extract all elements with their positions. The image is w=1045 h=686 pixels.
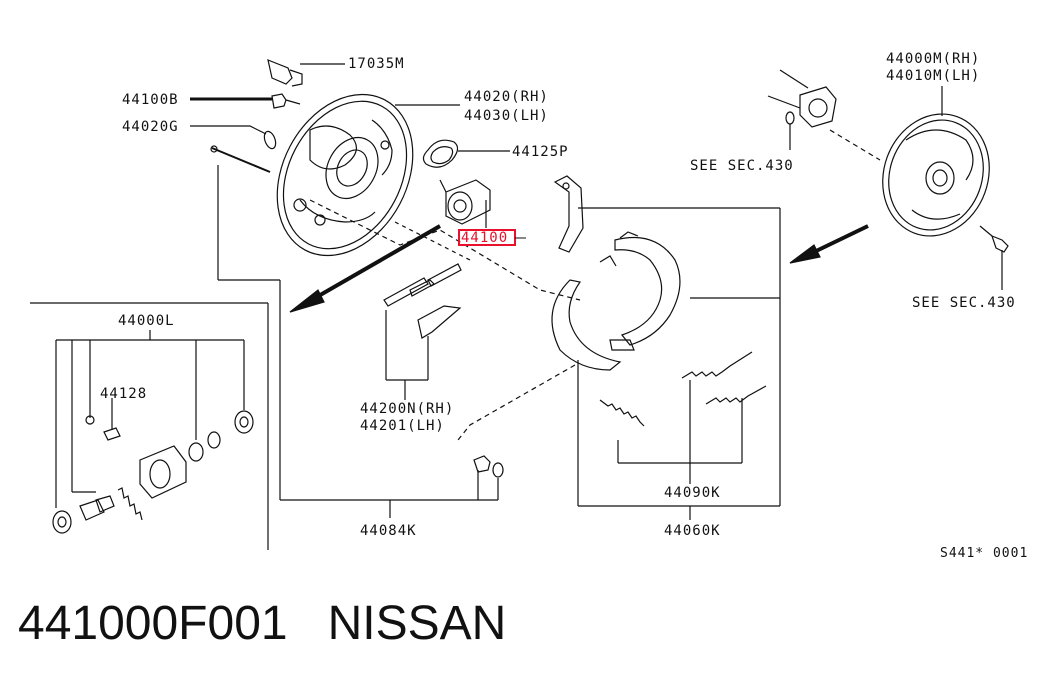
label-44090K[interactable]: 44090K [664, 485, 721, 501]
springs-44090K [599, 351, 767, 484]
adjuster-44200N [383, 263, 462, 400]
label-17035M[interactable]: 17035M [348, 56, 405, 72]
retainer-pins [473, 455, 504, 478]
gasket-44125P [422, 139, 510, 168]
part-caption: 441000F001 NISSAN [18, 597, 507, 650]
label-44084K[interactable]: 44084K [360, 523, 417, 539]
label-44060K[interactable]: 44060K [664, 523, 721, 539]
diagram-reference: S441* 0001 [940, 546, 1028, 561]
label-44200N-RH[interactable]: 44200N(RH) [360, 401, 454, 417]
bolt-44100B [190, 93, 301, 109]
label-44030LH[interactable]: 44030(LH) [464, 108, 549, 124]
grommet-44020G [190, 125, 277, 150]
bolt-right [979, 225, 1009, 290]
label-44020G[interactable]: 44020G [122, 119, 179, 135]
wheel-cylinder-exploded [52, 398, 254, 534]
parking-lever [553, 175, 584, 253]
brake-assembly-44000M [882, 86, 990, 237]
label-44000L[interactable]: 44000L [118, 313, 175, 329]
label-44010M-LH[interactable]: 44010M(LH) [886, 68, 980, 84]
label-44020RH[interactable]: 44020(RH) [464, 89, 549, 105]
label-44201-LH[interactable]: 44201(LH) [360, 418, 445, 434]
label-44125P[interactable]: 44125P [512, 144, 569, 160]
bracket-44084K [217, 165, 499, 518]
wheel-cylinder-44100 [439, 179, 491, 228]
label-44100B[interactable]: 44100B [122, 92, 179, 108]
brake-shoe [551, 231, 681, 371]
label-44000M-RH[interactable]: 44000M(RH) [886, 51, 980, 67]
inset-box [30, 302, 269, 550]
label-44100[interactable]: 44100 [461, 230, 508, 246]
hub-plate [767, 69, 881, 161]
direction-arrow-right [789, 224, 869, 264]
backing-plate [276, 93, 414, 257]
bolt-17035M [267, 59, 345, 87]
label-see-sec-430-top[interactable]: SEE SEC.430 [690, 158, 794, 174]
label-44128[interactable]: 44128 [100, 386, 147, 402]
pin [210, 145, 271, 173]
bracket-44060K [577, 207, 781, 520]
label-see-sec-430-bottom[interactable]: SEE SEC.430 [912, 295, 1016, 311]
